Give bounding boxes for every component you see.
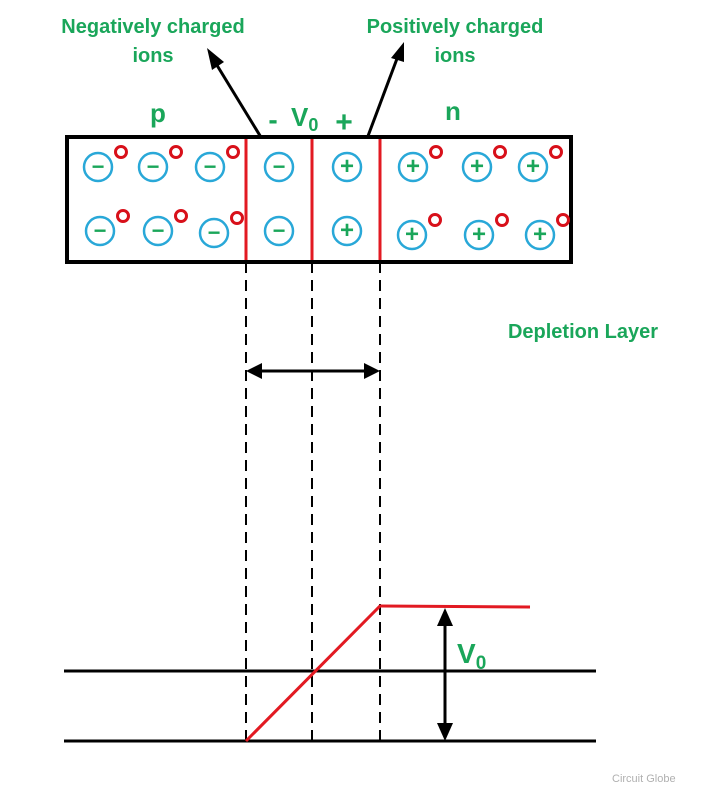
- n-region-label: n: [445, 96, 461, 126]
- hole-marker: [114, 145, 128, 159]
- negative-ion: −: [194, 151, 226, 183]
- hole-marker: [226, 145, 240, 159]
- p-region-label: p: [150, 98, 166, 128]
- potential-profile-line: [244, 604, 531, 743]
- hole-marker: [169, 145, 183, 159]
- svg-text:+: +: [340, 217, 354, 244]
- potential-height-base: V: [457, 638, 476, 669]
- svg-text:−: −: [273, 154, 286, 179]
- positive-ion: +: [524, 219, 556, 251]
- negative-ions-label-line1: Negatively charged: [61, 16, 244, 38]
- negative-ion: −: [84, 215, 116, 247]
- positive-ion: +: [331, 151, 363, 183]
- hole-marker: [428, 213, 442, 227]
- svg-text:−: −: [204, 154, 217, 179]
- positive-ion: +: [397, 151, 429, 183]
- hole-marker: [116, 209, 130, 223]
- depletion-layer-label: Depletion Layer: [508, 321, 658, 343]
- svg-text:+: +: [472, 221, 486, 248]
- positive-ions-label-line2: ions: [434, 45, 475, 67]
- svg-text:−: −: [273, 218, 286, 243]
- negative-ion: −: [198, 217, 230, 249]
- depletion-ions: − − + +: [263, 151, 363, 247]
- positive-ion: +: [463, 219, 495, 251]
- svg-text:−: −: [94, 218, 107, 243]
- plus-sign-label: +: [335, 106, 353, 139]
- svg-text:−: −: [152, 218, 165, 243]
- hole-marker: [493, 145, 507, 159]
- hole-marker: [429, 145, 443, 159]
- positive-ions-label-line1: Positively charged: [367, 16, 544, 38]
- negative-ion: −: [82, 151, 114, 183]
- svg-text:+: +: [533, 221, 547, 248]
- potential-height-arrow: [437, 608, 453, 741]
- positive-ion: +: [396, 219, 428, 251]
- positive-ion: +: [517, 151, 549, 183]
- minus-sign-label: -: [268, 104, 277, 135]
- barrier-voltage-base: V: [291, 102, 309, 132]
- depletion-width-arrow: [246, 363, 380, 379]
- potential-height-sub: 0: [476, 653, 487, 674]
- hole-marker: [549, 145, 563, 159]
- barrier-voltage-label: V0: [291, 102, 318, 135]
- svg-text:+: +: [340, 153, 354, 180]
- svg-text:+: +: [470, 153, 484, 180]
- hole-marker: [495, 213, 509, 227]
- hole-marker: [556, 213, 570, 227]
- svg-text:−: −: [92, 154, 105, 179]
- positive-ion: +: [461, 151, 493, 183]
- negative-ions-label-line2: ions: [132, 45, 173, 67]
- p-region-ions: − − − − − −: [82, 145, 244, 249]
- hole-marker: [174, 209, 188, 223]
- potential-height-label: V0: [457, 638, 486, 674]
- positive-ion: +: [331, 215, 363, 247]
- negative-ion: −: [263, 151, 295, 183]
- svg-text:+: +: [526, 153, 540, 180]
- negative-ion: −: [142, 215, 174, 247]
- hole-marker: [230, 211, 244, 225]
- n-region-ions: + + + + + +: [396, 145, 570, 251]
- svg-text:+: +: [406, 153, 420, 180]
- negative-ion: −: [263, 215, 295, 247]
- barrier-voltage-sub: 0: [308, 115, 318, 135]
- svg-text:−: −: [208, 220, 221, 245]
- negative-ion: −: [137, 151, 169, 183]
- watermark: Circuit Globe: [612, 773, 676, 785]
- svg-text:+: +: [405, 221, 419, 248]
- svg-text:−: −: [147, 154, 160, 179]
